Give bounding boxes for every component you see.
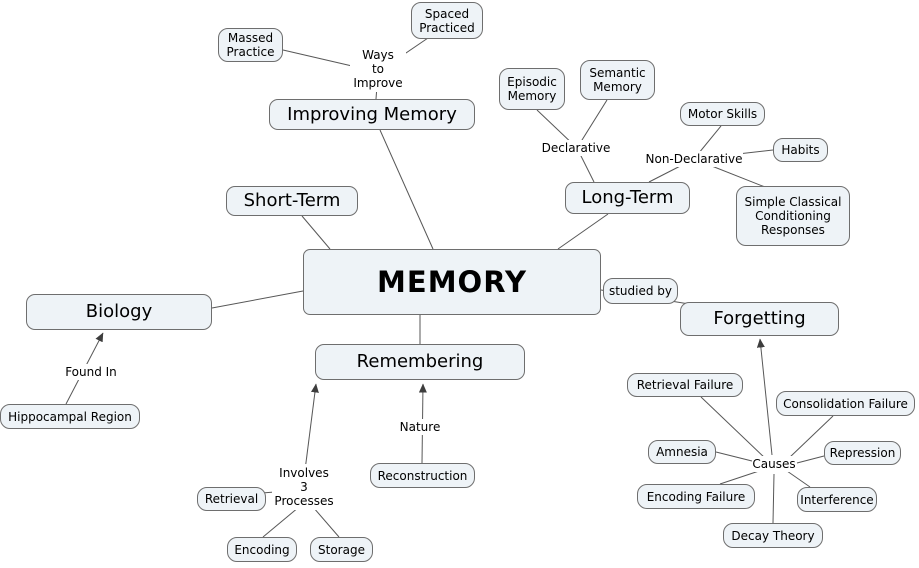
link-label-studied-by[interactable]: studied by <box>603 278 678 304</box>
node-decay-theory[interactable]: Decay Theory <box>723 523 823 548</box>
node-repression[interactable]: Repression <box>824 441 901 465</box>
node-reconstruction[interactable]: Reconstruction <box>370 463 475 488</box>
node-long-term[interactable]: Long-Term <box>565 182 690 214</box>
node-semantic-memory[interactable]: Semantic Memory <box>580 60 655 100</box>
node-retrieval-failure[interactable]: Retrieval Failure <box>627 373 743 397</box>
link-label-non-declarative[interactable]: Non-Declarative <box>645 151 743 167</box>
node-episodic-memory[interactable]: Episodic Memory <box>499 68 565 110</box>
node-interference[interactable]: Interference <box>797 487 877 512</box>
node-simple-classical-conditioning-responses[interactable]: Simple Classical Conditioning Responses <box>736 186 850 246</box>
node-remembering[interactable]: Remembering <box>315 344 525 380</box>
node-amnesia[interactable]: Amnesia <box>648 440 716 464</box>
node-consolidation-failure[interactable]: Consolidation Failure <box>776 391 915 416</box>
node-forgetting[interactable]: Forgetting <box>680 302 839 336</box>
link-label-involves-3-processes[interactable]: Involves 3 Processes <box>272 464 336 510</box>
node-storage[interactable]: Storage <box>310 537 373 562</box>
link-label-causes[interactable]: Causes <box>752 456 796 472</box>
link-label-nature[interactable]: Nature <box>398 419 442 435</box>
node-retrieval[interactable]: Retrieval <box>197 487 266 511</box>
node-habits[interactable]: Habits <box>773 138 828 162</box>
node-hippocampal-region[interactable]: Hippocampal Region <box>0 404 140 429</box>
node-biology[interactable]: Biology <box>26 294 212 330</box>
node-memory[interactable]: MEMORY <box>303 249 601 315</box>
node-massed-practice[interactable]: Massed Practice <box>218 28 283 62</box>
link-label-found-in[interactable]: Found In <box>64 364 118 380</box>
node-encoding-failure[interactable]: Encoding Failure <box>637 484 755 509</box>
node-short-term[interactable]: Short-Term <box>226 186 358 216</box>
node-encoding[interactable]: Encoding <box>227 537 297 562</box>
node-motor-skills[interactable]: Motor Skills <box>680 102 765 126</box>
link-label-ways-to-improve[interactable]: Ways to Improve <box>350 46 406 92</box>
node-spaced-practiced[interactable]: Spaced Practiced <box>411 2 483 39</box>
node-improving-memory[interactable]: Improving Memory <box>269 99 475 130</box>
link-label-declarative[interactable]: Declarative <box>538 140 614 156</box>
